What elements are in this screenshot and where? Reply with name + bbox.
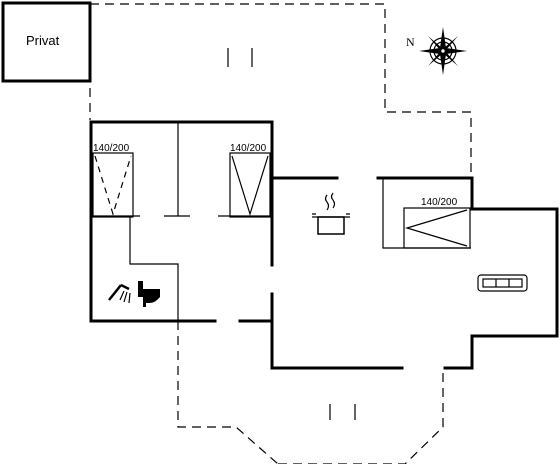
toilet-icon bbox=[138, 281, 160, 307]
north-label: N bbox=[406, 35, 415, 49]
bed-3-size-label: 140/200 bbox=[421, 197, 458, 208]
bed-3: 140/200 bbox=[403, 197, 471, 249]
compass-rose-icon: N bbox=[406, 27, 467, 75]
bed-2: 140/200 bbox=[229, 143, 271, 218]
bed-1-size-label: 140/200 bbox=[93, 143, 130, 154]
bed-1: 140/200 bbox=[92, 143, 134, 218]
shower-icon bbox=[108, 283, 131, 304]
exterior-walls bbox=[89, 120, 559, 370]
bed-2-size-label: 140/200 bbox=[230, 143, 267, 154]
cooking-pot-icon bbox=[312, 192, 350, 235]
lower-terrace bbox=[177, 321, 444, 464]
interior-walls bbox=[91, 122, 471, 321]
parking-label: Privat bbox=[26, 33, 60, 48]
parking-area: Privat bbox=[1, 1, 92, 83]
upper-terrace bbox=[89, 3, 472, 178]
sofa-icon bbox=[477, 274, 528, 292]
